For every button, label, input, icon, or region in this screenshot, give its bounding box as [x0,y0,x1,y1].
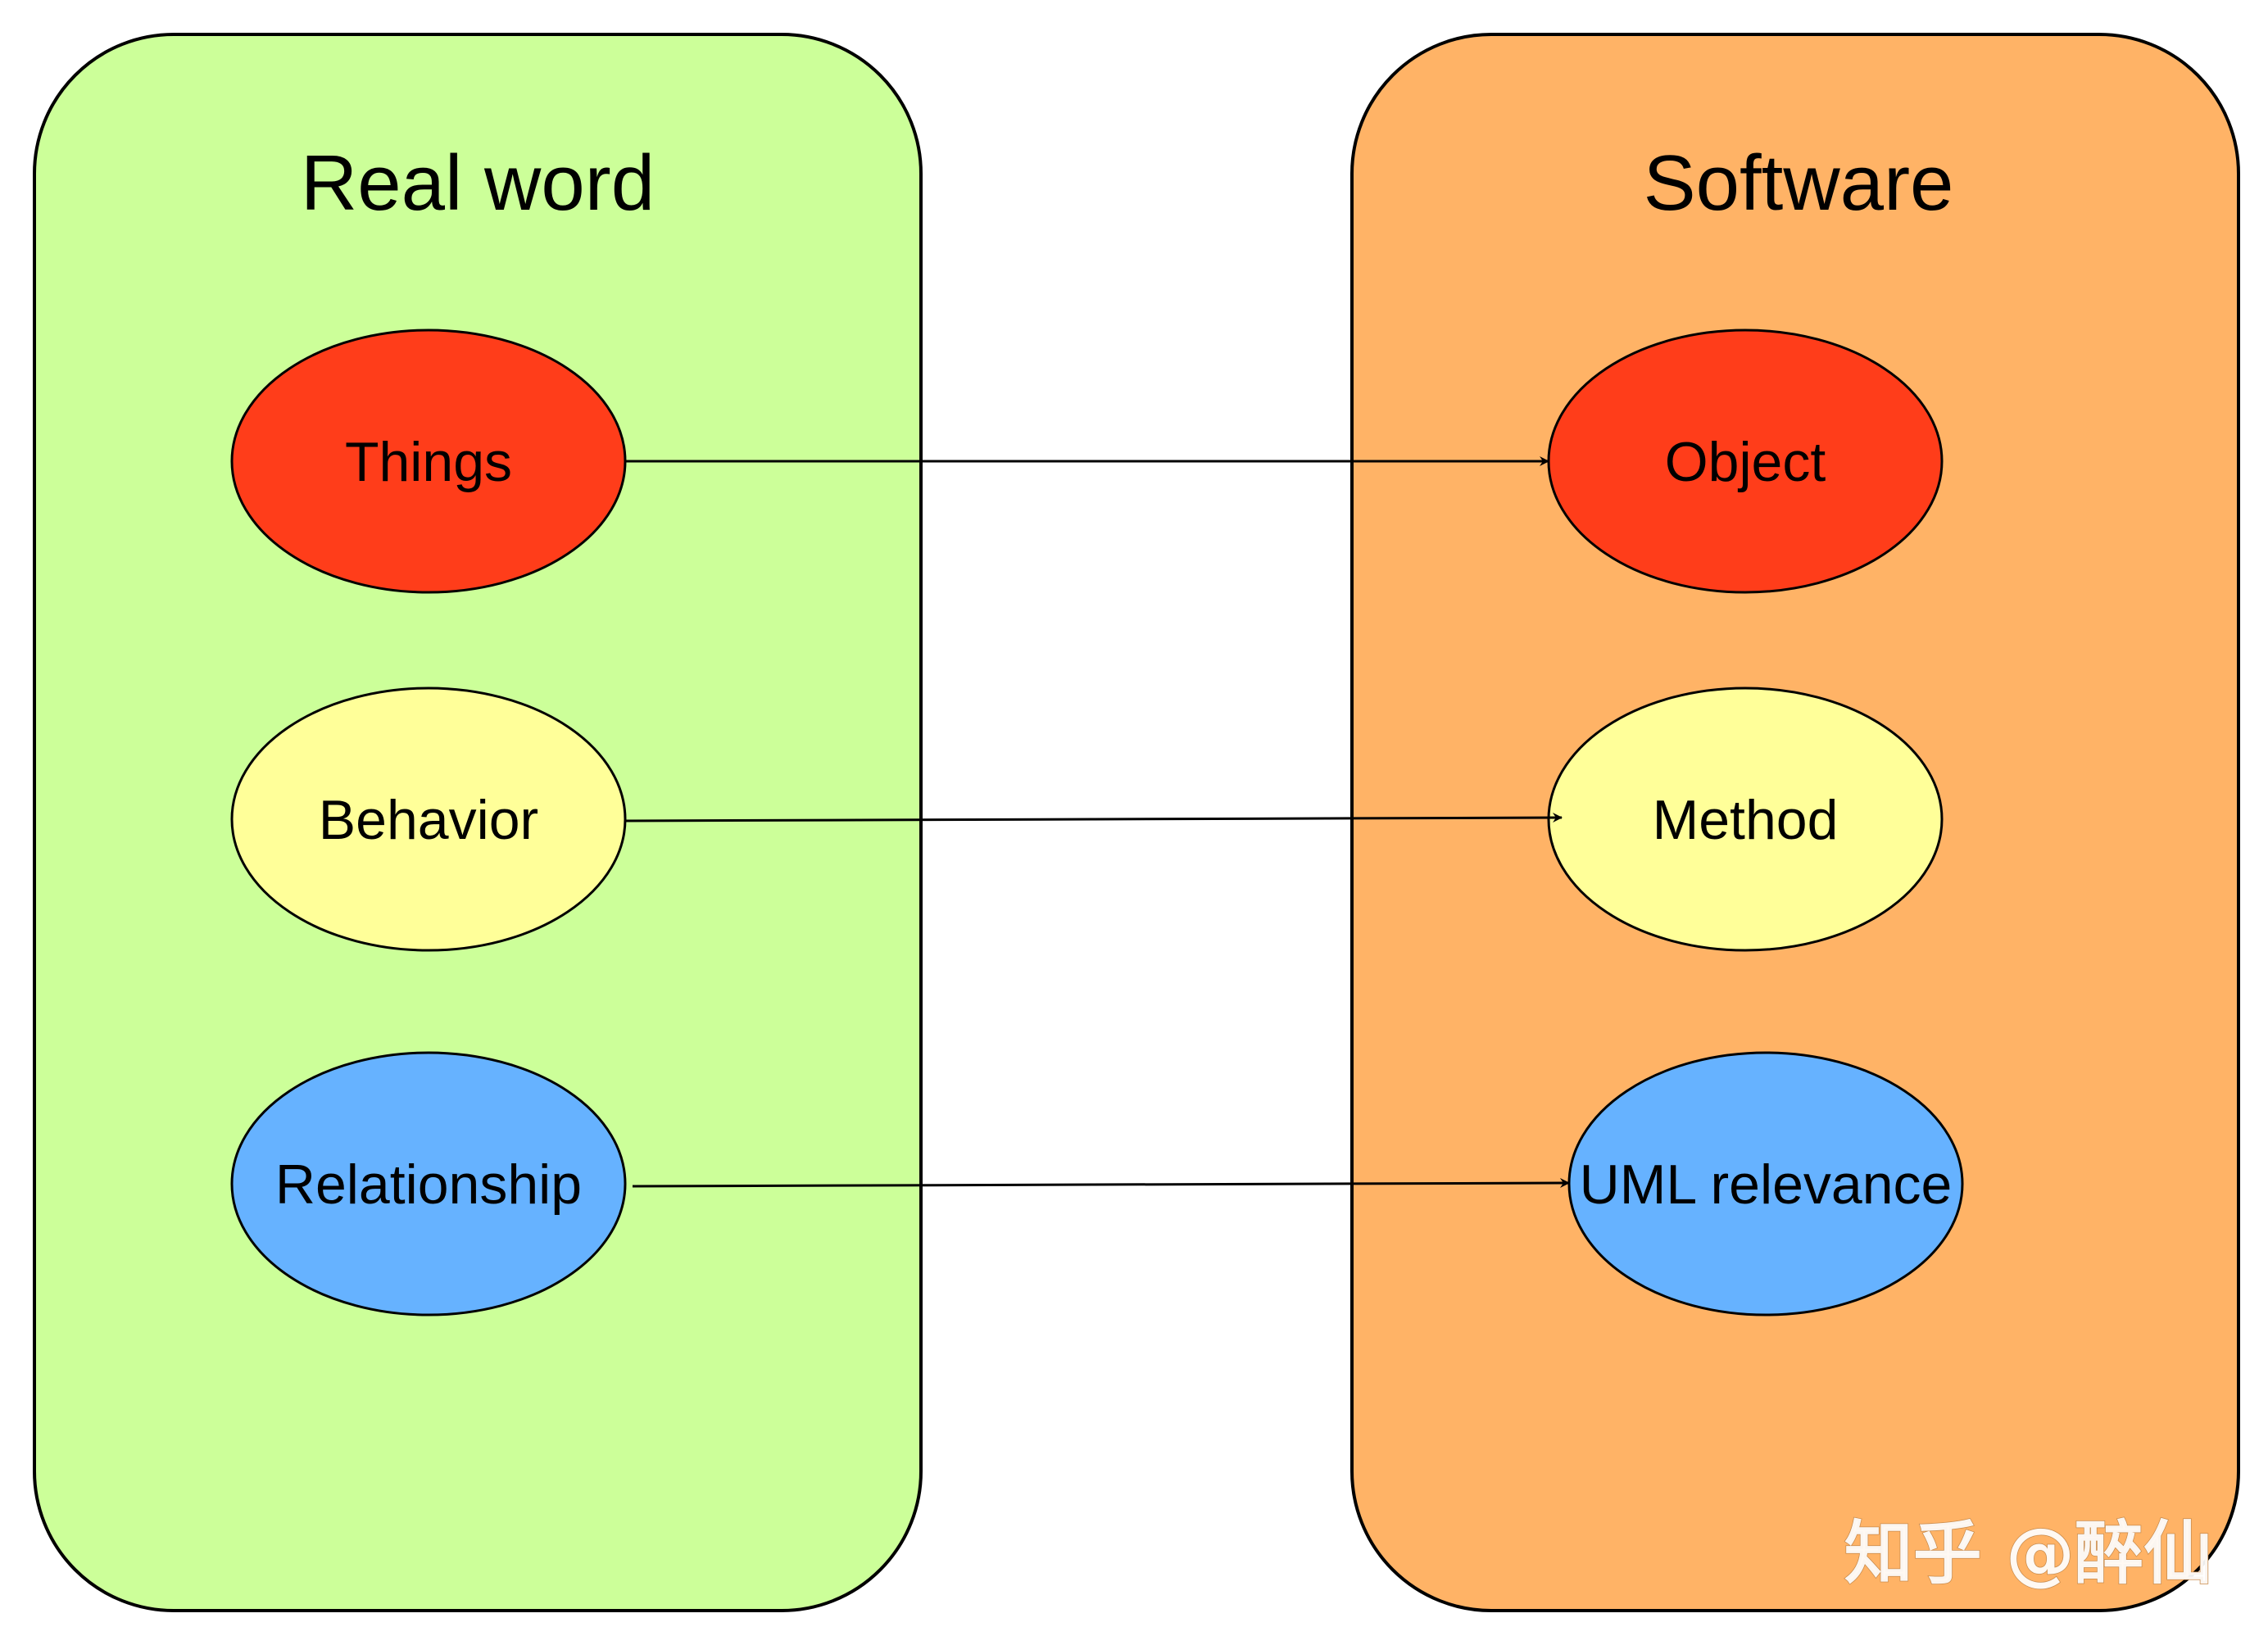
relationship-ellipse [230,1051,627,1316]
method-node: Method [1547,687,1944,952]
object-label: Object [1665,431,1826,493]
software-title: Software [1644,139,1954,227]
relationship-label: Relationship [275,1153,582,1216]
real-word-title: Real word [301,139,655,227]
behavior-ellipse [230,687,627,952]
arrow-behavior-to-method [624,813,1563,823]
real-word-panel: Real word Things Behavior Relationship [33,33,923,1612]
uml-relevance-node: UML relevance [1567,1051,1964,1316]
object-node: Object [1547,329,1944,594]
software-panel: Software Object Method UML relevance [1350,33,2240,1612]
things-label: Things [345,431,512,493]
behavior-label: Behavior [319,789,538,851]
connectors [624,456,1570,1189]
arrow-relationship-to-uml [632,1178,1570,1189]
relationship-node: Relationship [230,1051,627,1316]
uml-relevance-label: UML relevance [1580,1153,1953,1216]
things-node: Things [230,329,627,594]
method-ellipse [1547,687,1944,952]
watermark: 知乎 @醉仙 [1844,1513,2212,1593]
method-label: Method [1653,789,1839,851]
behavior-node: Behavior [230,687,627,952]
